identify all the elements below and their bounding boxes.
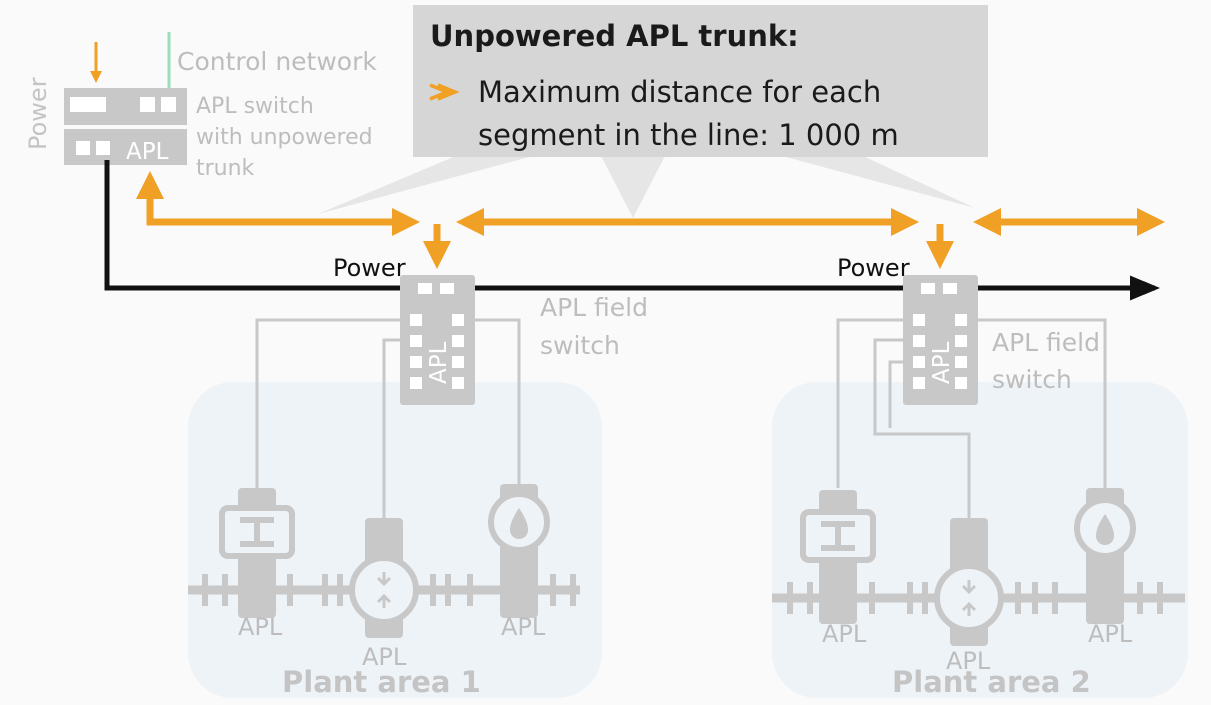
field-switch-1-apl-label: APL (426, 341, 452, 384)
valve-actuator-icon-1 (219, 488, 295, 618)
field-switch-1-body (400, 275, 475, 405)
main-power-label: Power (24, 77, 52, 150)
callout-text-line1: Maximum distance for each (478, 75, 881, 109)
plant-area-1-devices: APL APL APL Plant area 1 (188, 484, 580, 699)
field-switch-1-name-line1: APL field (540, 293, 648, 322)
callout: Unpowered APL trunk: Maximum distance fo… (318, 5, 988, 218)
level-sensor-icon-2 (1074, 488, 1136, 624)
callout-pointer-center (598, 150, 668, 218)
control-network-label: Control network (177, 47, 377, 76)
callout-pointer-right (760, 150, 975, 208)
apl-switch-main: Power Control network APL APL switch wit… (24, 32, 377, 181)
main-switch-name-line1: APL switch (196, 94, 314, 119)
callout-text-line2: segment in the line: 1 000 m (478, 118, 899, 152)
main-switch-name-line3: trunk (196, 156, 255, 181)
callout-box (413, 5, 988, 157)
plant-1-device-3-label: APL (501, 613, 546, 641)
level-sensor-icon-1 (488, 484, 550, 618)
plant-2-device-1-label: APL (822, 620, 867, 648)
field-switch-2-apl-label: APL (929, 341, 955, 384)
valve-actuator-icon-2 (800, 490, 876, 624)
plant-area-1-title: Plant area 1 (282, 665, 481, 699)
main-switch-apl-label: APL (126, 139, 169, 165)
field-switch-1-power-label: Power (333, 254, 406, 282)
field-switch-2-body (903, 275, 978, 405)
plant-2-device-2-label: APL (946, 647, 991, 675)
plant-1-device-1-label: APL (238, 613, 283, 641)
plant-area-2-devices: APL APL APL Plant area 2 (772, 488, 1185, 699)
flow-meter-icon-1 (349, 518, 419, 638)
plant-area-2-title: Plant area 2 (892, 665, 1091, 699)
apl-field-switch-1: Power APL APL field switch (255, 254, 648, 518)
field-switch-2-power-label: Power (837, 254, 910, 282)
callout-title: Unpowered APL trunk: (430, 19, 799, 53)
plant-1-device-2-label: APL (362, 643, 407, 671)
plant-2-device-3-label: APL (1088, 620, 1133, 648)
main-switch-name-line2: with unpowered (196, 125, 373, 150)
flow-meter-icon-2 (934, 518, 1004, 646)
field-switch-2-name-line1: APL field (992, 328, 1100, 357)
apl-field-switch-2: Power APL APL field switch (836, 254, 1107, 518)
trunk-segments (136, 171, 1165, 269)
field-switch-1-name-line2: switch (540, 331, 620, 360)
black-trunk-line (104, 160, 1160, 301)
double-arrow-icon (429, 83, 460, 101)
field-switch-2-name-line2: switch (992, 365, 1072, 394)
segment-1-arrow (136, 171, 420, 236)
